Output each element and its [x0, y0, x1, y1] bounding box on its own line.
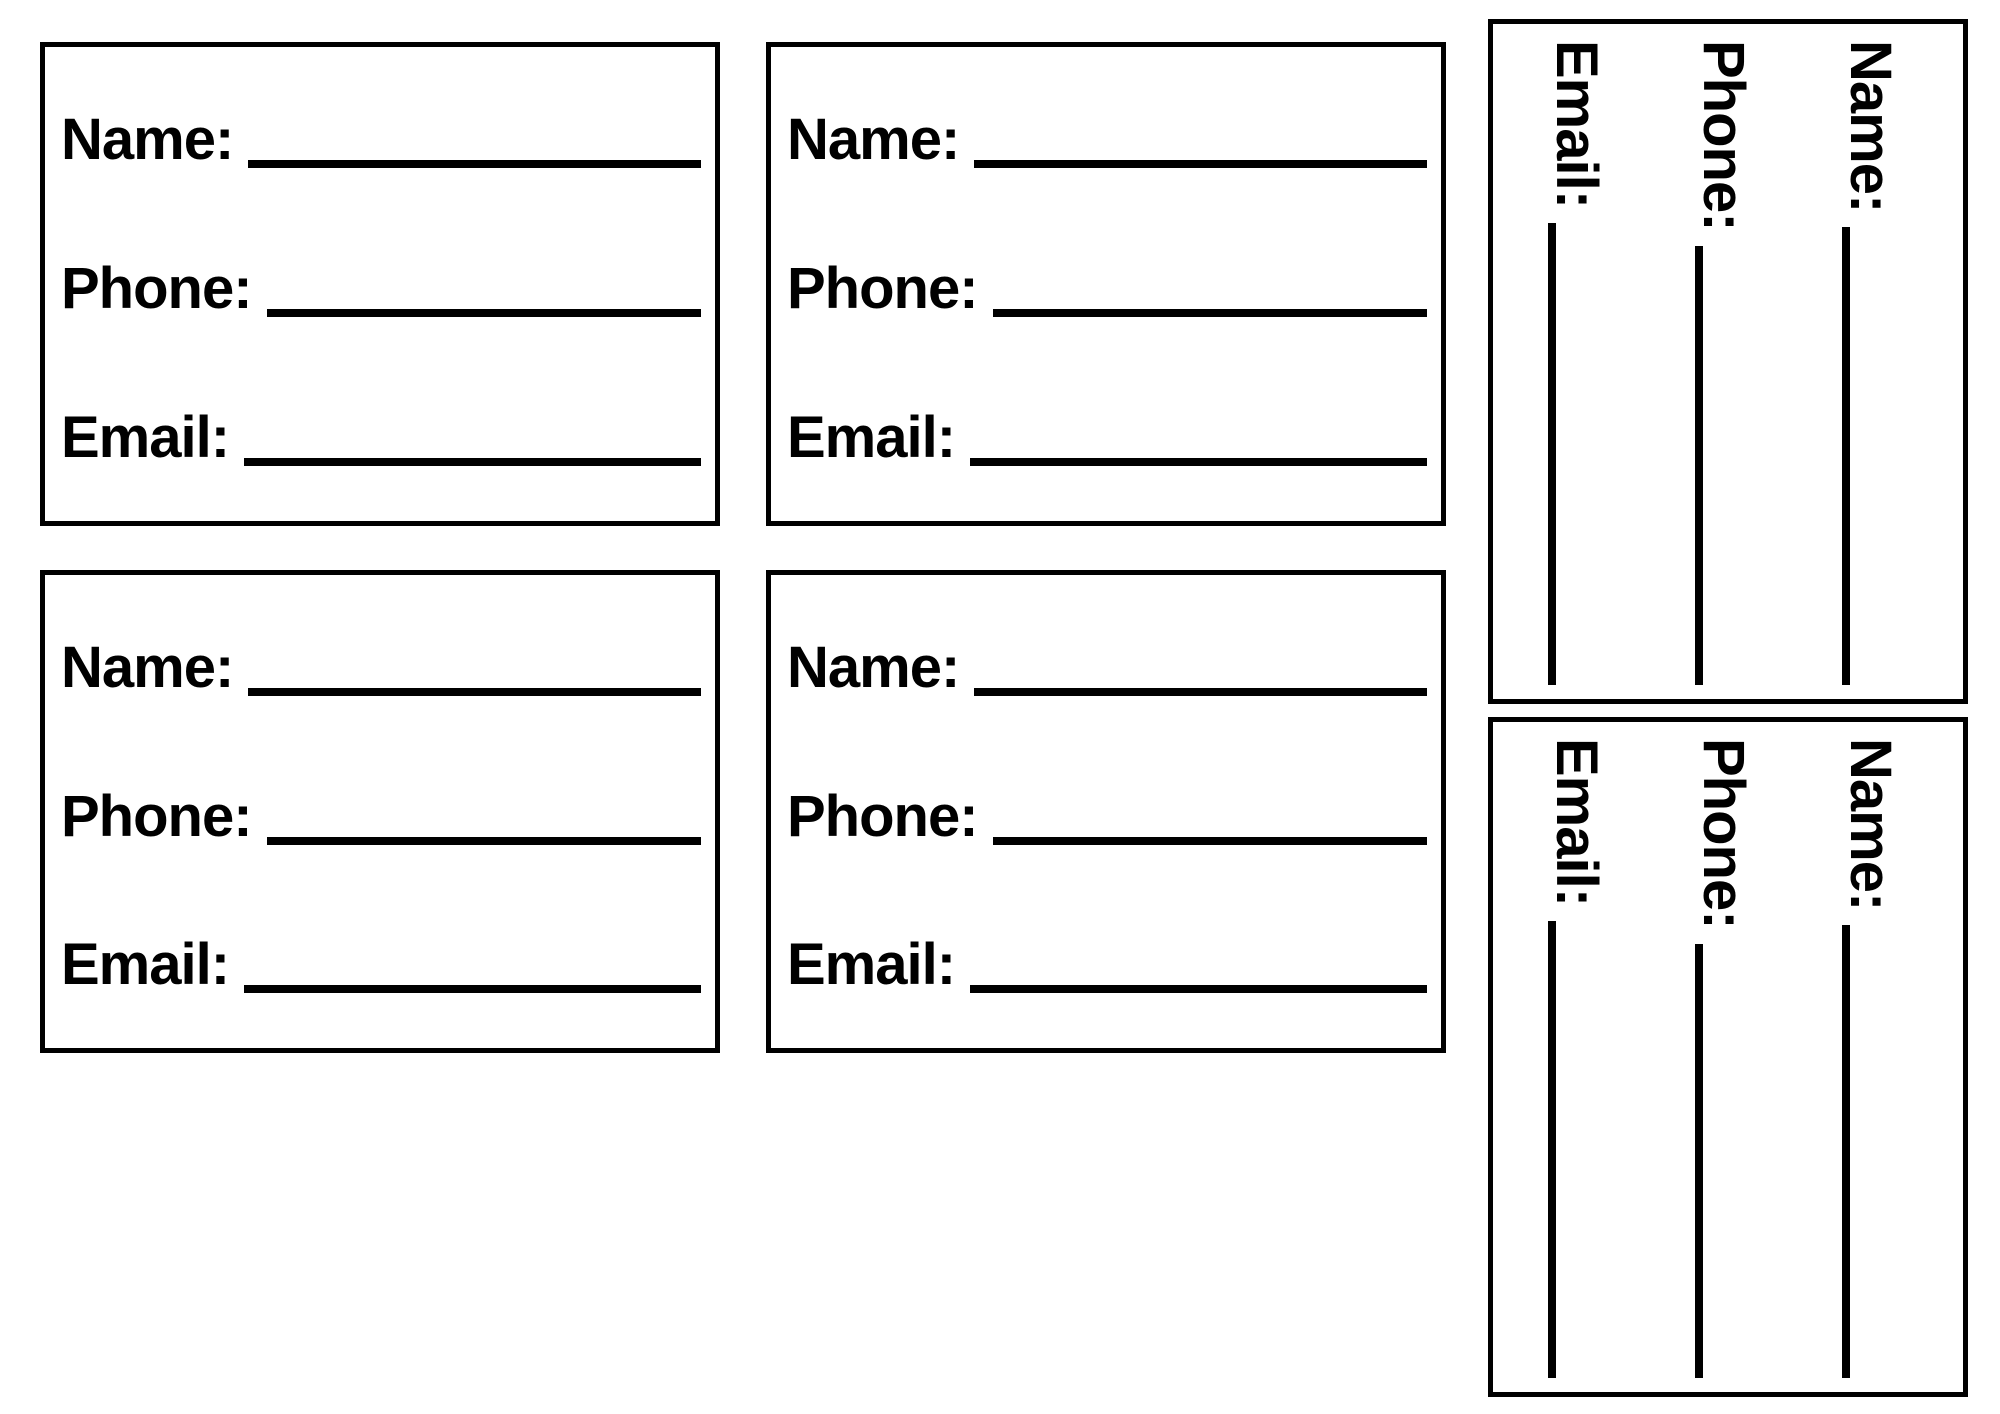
- email-field-row: Email:: [787, 936, 1427, 994]
- name-field-row: Name:: [61, 111, 701, 169]
- contact-card-4: Name: Phone: Email:: [766, 570, 1446, 1053]
- name-label: Name:: [1838, 40, 1903, 213]
- phone-label: Phone:: [61, 783, 253, 849]
- phone-field-row: Phone:: [61, 783, 701, 849]
- name-field-row: Name:: [1838, 738, 1903, 1378]
- email-blank-line: [244, 985, 701, 993]
- email-field-row: Email:: [1544, 738, 1609, 1378]
- name-blank-line: [248, 688, 701, 696]
- email-label: Email:: [787, 932, 956, 997]
- phone-label: Phone:: [787, 783, 979, 849]
- email-field-row: Email:: [61, 936, 701, 994]
- email-blank-line: [1548, 223, 1556, 685]
- name-label: Name:: [61, 635, 234, 700]
- name-field-row: Name:: [1838, 40, 1903, 685]
- name-blank-line: [974, 688, 1427, 696]
- phone-blank-line: [1695, 245, 1703, 685]
- phone-blank-line: [266, 309, 701, 317]
- phone-label: Phone:: [787, 256, 979, 321]
- name-blank-line: [1842, 227, 1850, 685]
- name-label: Name:: [787, 107, 960, 172]
- phone-field-row: Phone:: [1691, 40, 1756, 685]
- phone-field-row: Phone:: [1691, 738, 1756, 1378]
- phone-field-row: Phone:: [787, 260, 1427, 318]
- phone-field-row: Phone:: [787, 783, 1427, 849]
- phone-label: Phone:: [1691, 738, 1756, 929]
- phone-field-row: Phone:: [61, 260, 701, 318]
- name-field-row: Name:: [61, 639, 701, 697]
- name-field-row: Name:: [787, 639, 1427, 697]
- phone-blank-line: [992, 309, 1427, 317]
- email-blank-line: [970, 985, 1427, 993]
- rotated-card-wrapper-top: Name: Phone: Email:: [1488, 19, 1968, 704]
- contact-card-1: Name: Phone: Email:: [40, 42, 720, 526]
- name-blank-line: [974, 160, 1427, 168]
- contact-card-5-rotated: Name: Phone: Email:: [1488, 19, 1968, 704]
- email-field-row: Email:: [1544, 40, 1609, 685]
- email-blank-line: [970, 458, 1427, 466]
- phone-blank-line: [266, 836, 701, 845]
- email-field-row: Email:: [61, 409, 701, 467]
- name-blank-line: [248, 160, 701, 168]
- email-label: Email:: [1544, 40, 1609, 209]
- email-label: Email:: [61, 932, 230, 997]
- email-blank-line: [244, 458, 701, 466]
- phone-blank-line: [1695, 943, 1703, 1378]
- name-label: Name:: [1838, 738, 1903, 911]
- phone-blank-line: [992, 836, 1427, 845]
- name-label: Name:: [61, 107, 234, 172]
- contact-card-2: Name: Phone: Email:: [766, 42, 1446, 526]
- rotated-card-wrapper-bottom: Name: Phone: Email:: [1488, 717, 1968, 1397]
- name-label: Name:: [787, 635, 960, 700]
- email-field-row: Email:: [787, 409, 1427, 467]
- email-blank-line: [1548, 921, 1556, 1378]
- email-label: Email:: [787, 405, 956, 470]
- contact-card-3: Name: Phone: Email:: [40, 570, 720, 1053]
- email-label: Email:: [61, 405, 230, 470]
- name-blank-line: [1842, 925, 1850, 1378]
- phone-label: Phone:: [61, 256, 253, 321]
- email-label: Email:: [1544, 738, 1609, 907]
- name-field-row: Name:: [787, 111, 1427, 169]
- phone-label: Phone:: [1691, 40, 1756, 231]
- contact-card-6-rotated: Name: Phone: Email:: [1488, 717, 1968, 1397]
